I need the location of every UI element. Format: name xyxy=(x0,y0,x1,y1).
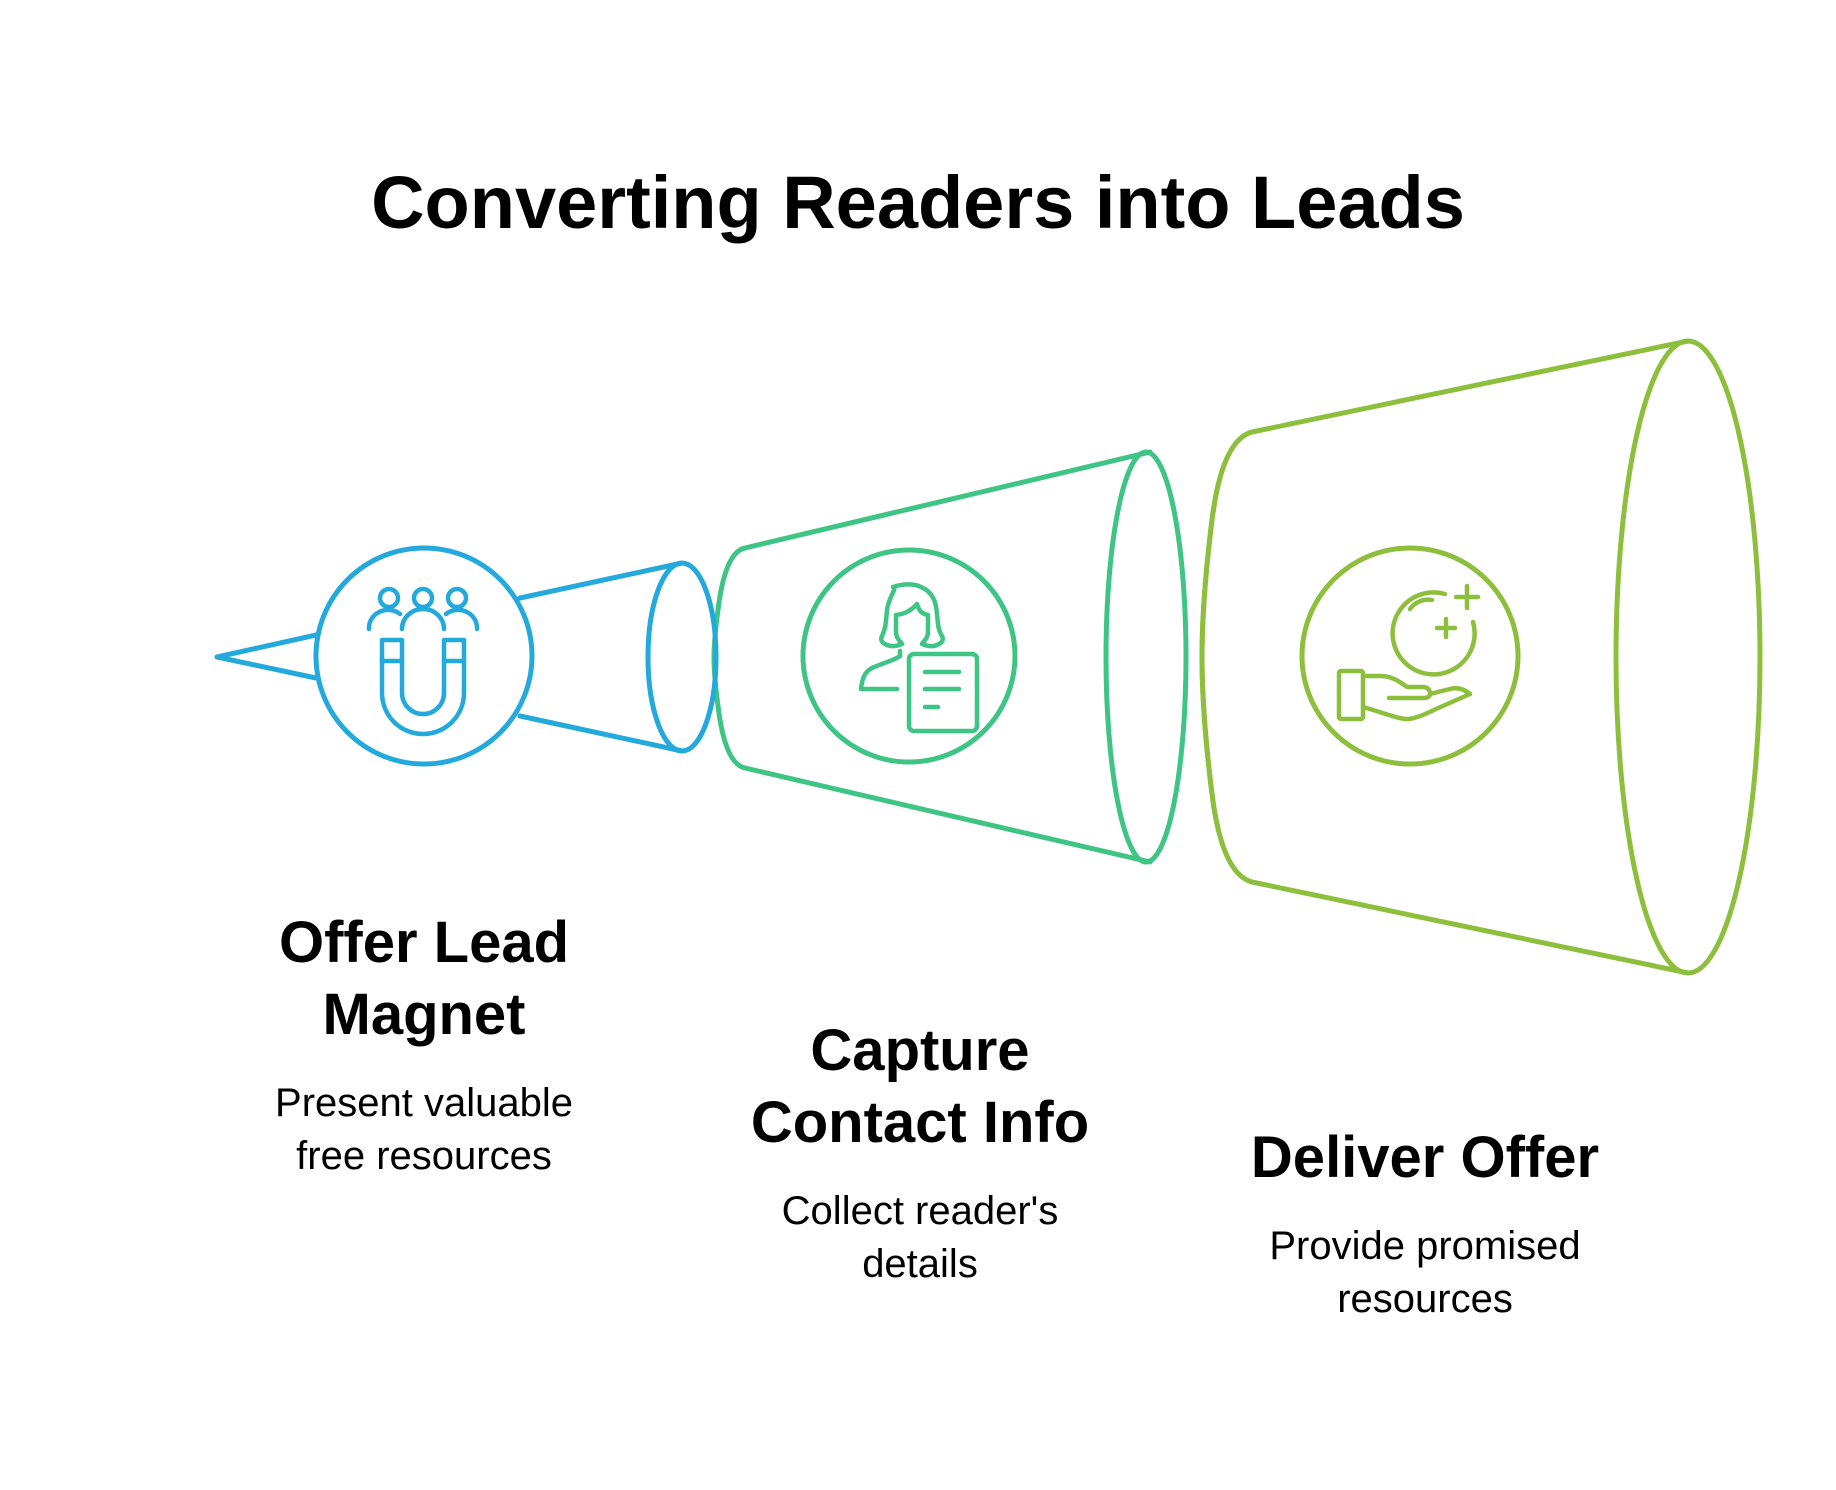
step-description-line: Collect reader's xyxy=(781,1189,1059,1233)
step-deliver-offer: Deliver Offer Provide promised resources xyxy=(1215,1122,1635,1326)
stage-3-cone xyxy=(1199,338,1763,976)
step-description: Present valuable free resources xyxy=(214,1077,634,1183)
step-description-line: free resources xyxy=(296,1134,552,1178)
step-heading: Offer Lead Magnet xyxy=(214,907,634,1051)
step-heading: Deliver Offer xyxy=(1215,1122,1635,1194)
stage-2-cone xyxy=(711,449,1189,865)
person-with-form-icon xyxy=(858,582,980,734)
step-heading-line: Contact Info xyxy=(750,1090,1090,1155)
step-heading: Capture Contact Info xyxy=(710,1015,1130,1159)
stage-3-badge xyxy=(1299,545,1521,767)
step-description-line: resources xyxy=(1337,1277,1513,1321)
diagram-title: Converting Readers into Leads xyxy=(371,161,1465,244)
step-heading-line: Magnet xyxy=(322,982,526,1047)
step-description-line: details xyxy=(862,1242,978,1286)
step-description-line: Provide promised xyxy=(1269,1224,1581,1268)
step-description-line: Present valuable xyxy=(275,1081,573,1125)
step-heading-line: Offer Lead xyxy=(278,910,570,975)
stage-3-cone-edge xyxy=(1199,429,1255,885)
stage-2-badge xyxy=(800,547,1018,765)
hand-offering-coin-icon xyxy=(1336,583,1481,722)
step-heading-line: Capture xyxy=(810,1018,1030,1083)
step-offer-lead-magnet: Offer Lead Magnet Present valuable free … xyxy=(214,907,634,1183)
stage-1-cone xyxy=(214,560,719,754)
step-description: Collect reader's details xyxy=(710,1185,1130,1291)
stage-1-badge xyxy=(313,545,535,767)
step-heading-line: Deliver Offer xyxy=(1250,1125,1600,1190)
step-capture-contact-info: Capture Contact Info Collect reader's de… xyxy=(710,1015,1130,1291)
magnet-attracting-people-icon xyxy=(366,586,480,737)
step-description: Provide promised resources xyxy=(1215,1220,1635,1326)
